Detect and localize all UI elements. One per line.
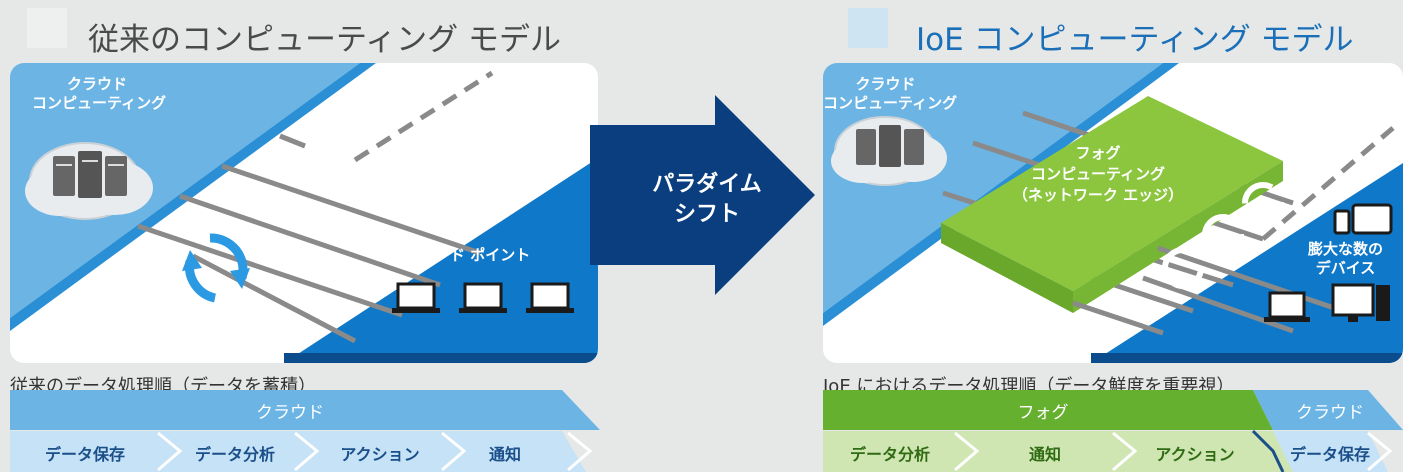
endpoint-label: エンド ポイント <box>420 246 531 264</box>
right-bar-cloud-label: クラウド <box>1296 403 1364 423</box>
fog-label-line2: コンピューティング <box>1030 165 1166 183</box>
left-step-2: データ分析 <box>194 445 275 464</box>
arrow-label-line1: パラダイム <box>652 172 762 197</box>
left-step-4: 通知 <box>488 445 521 464</box>
left-diagram-panel: クラウド コンピューティング エンド ポイント <box>10 63 598 363</box>
left-bar-cloud-label: クラウド <box>256 403 324 423</box>
right-diagram-graphic <box>823 63 1403 363</box>
left-cloud-label-line1: クラウド <box>66 75 127 93</box>
fog-computing-label: フォグ コンピューティング （ネットワーク エッジ） <box>1003 143 1193 206</box>
left-cloud-label-line2: コンピューティング <box>32 94 167 112</box>
arrow-label-line2: シフト <box>673 202 740 227</box>
right-step-2: 通知 <box>1028 445 1061 464</box>
devices-label-line1: 膨大な数の <box>1307 240 1383 258</box>
right-process-bar <box>823 390 1403 472</box>
left-process-bar <box>10 390 600 472</box>
right-cloud-label-line1: クラウド <box>855 75 916 93</box>
right-bar-fog-label: フォグ <box>1017 403 1069 423</box>
paradigm-shift-label: パラダイム シフト <box>612 170 802 230</box>
fog-label-line3: （ネットワーク エッジ） <box>1012 186 1184 204</box>
left-title: 従来のコンピューティング モデル <box>88 22 561 58</box>
devices-label: 膨大な数の デバイス <box>1293 240 1398 278</box>
right-step-3: アクション <box>1155 445 1235 464</box>
paradigm-shift-arrow <box>590 95 815 295</box>
devices-label-line2: デバイス <box>1315 259 1376 277</box>
right-step-4: データ保存 <box>1289 445 1370 464</box>
left-step-3: アクション <box>340 445 420 464</box>
right-step-1: データ分析 <box>849 445 930 464</box>
title-square-right <box>848 8 888 48</box>
left-diagram-graphic <box>10 63 598 363</box>
right-cloud-label-line2: コンピューティング <box>823 94 958 112</box>
right-title: IoE コンピューティング モデル <box>916 22 1354 58</box>
left-step-1: データ保存 <box>44 445 125 464</box>
right-diagram-panel: クラウド コンピューティング フォグ コンピューティング （ネットワーク エッジ… <box>823 63 1403 363</box>
fog-label-line1: フォグ <box>1075 144 1121 162</box>
left-cloud-label: クラウド コンピューティング <box>32 75 167 113</box>
title-square-left <box>27 8 67 48</box>
right-cloud-label: クラウド コンピューティング <box>823 75 958 113</box>
